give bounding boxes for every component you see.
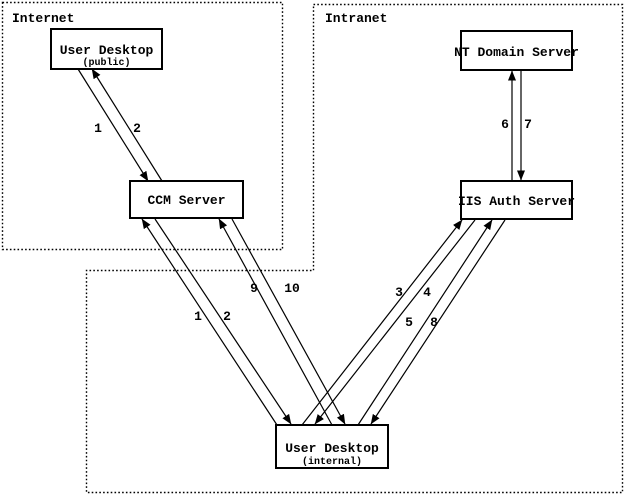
node-iis-auth-server bbox=[460, 180, 573, 220]
flow-label-7: 7 bbox=[524, 117, 532, 132]
flow-label-8: 8 bbox=[430, 315, 438, 330]
arrow-3-internal-to-iis bbox=[301, 219, 463, 426]
flow-label-6: 6 bbox=[501, 117, 509, 132]
internet-zone-border bbox=[1, 1, 284, 251]
node-user-desktop-public bbox=[50, 28, 163, 70]
node-ccm-server bbox=[129, 180, 244, 219]
user-desktop-internal-title: User Desktop bbox=[285, 441, 379, 456]
intranet-zone-label: Intranet bbox=[325, 11, 387, 26]
arrow-5-internal-to-iis bbox=[357, 219, 493, 426]
flow-label-2-internal: 2 bbox=[223, 309, 231, 324]
ccm-server-title: CCM Server bbox=[147, 193, 225, 208]
arrow-2-ccm-to-internal bbox=[154, 218, 292, 425]
node-nt-domain-server bbox=[460, 30, 573, 71]
iis-auth-server-title: IIS Auth Server bbox=[458, 194, 575, 209]
intranet-zone-border bbox=[85, 3, 624, 494]
arrow-9-internal-to-ccm bbox=[218, 218, 333, 426]
user-desktop-internal-subtitle: (internal) bbox=[302, 456, 362, 468]
arrow-1-internal-to-ccm bbox=[141, 218, 278, 426]
user-desktop-public-title: User Desktop bbox=[60, 43, 154, 58]
flow-label-5: 5 bbox=[405, 315, 413, 330]
flow-label-3: 3 bbox=[395, 285, 403, 300]
arrow-1-public-to-ccm bbox=[77, 68, 149, 182]
arrow-2-ccm-to-public bbox=[91, 68, 163, 182]
user-desktop-public-subtitle: (public) bbox=[82, 57, 130, 69]
node-user-desktop-internal bbox=[275, 424, 389, 469]
arrow-8-iis-to-internal bbox=[370, 219, 506, 425]
arrow-10-ccm-to-internal bbox=[231, 218, 346, 425]
flow-label-2-public: 2 bbox=[133, 121, 141, 136]
flow-label-1-public: 1 bbox=[94, 121, 102, 136]
flow-label-1-internal: 1 bbox=[194, 309, 202, 324]
flow-label-9: 9 bbox=[250, 281, 258, 296]
internet-zone-label: Internet bbox=[12, 11, 74, 26]
nt-domain-server-title: NT Domain Server bbox=[454, 45, 579, 60]
arrow-4-iis-to-internal bbox=[314, 219, 476, 425]
flow-label-4: 4 bbox=[423, 285, 431, 300]
flow-label-10: 10 bbox=[284, 281, 300, 296]
